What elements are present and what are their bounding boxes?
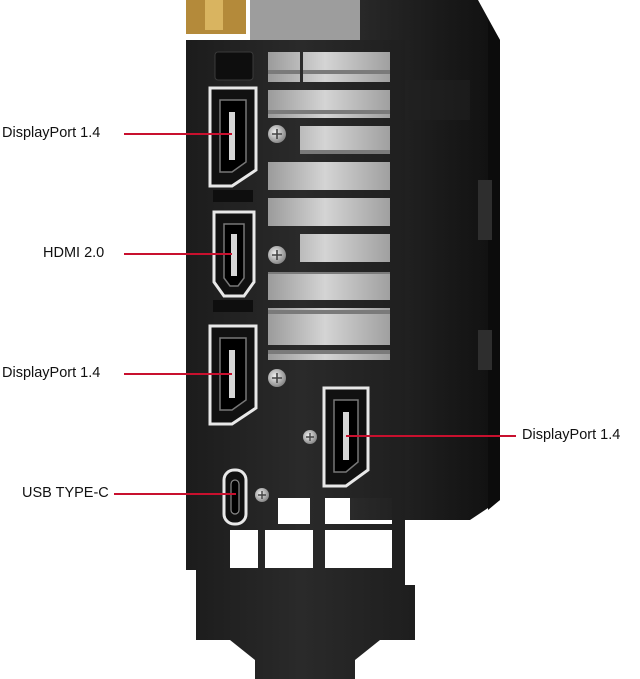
pcb-top — [186, 0, 360, 40]
hdmi-port — [212, 210, 256, 298]
usb-type-c-port — [222, 468, 248, 526]
callout-label-usb-c: USB TYPE-C — [22, 485, 109, 501]
displayport-1-port — [208, 86, 258, 188]
bracket-screw — [268, 246, 286, 264]
callout-label-displayport-2: DisplayPort 1.4 — [2, 365, 101, 381]
vent-slot — [213, 190, 253, 202]
bracket-screw — [268, 369, 286, 387]
callout-lines — [114, 133, 516, 495]
callout-label-displayport-1: DisplayPort 1.4 — [2, 125, 101, 141]
callout-label-displayport-3: DisplayPort 1.4 — [522, 427, 621, 443]
bracket-screw — [303, 430, 317, 444]
vent-slot — [214, 51, 254, 81]
displayport-2-port — [208, 324, 258, 426]
vent-slot — [213, 300, 253, 312]
bracket-screw — [255, 488, 269, 502]
bracket-screw — [268, 125, 286, 143]
callout-label-hdmi: HDMI 2.0 — [43, 245, 105, 261]
